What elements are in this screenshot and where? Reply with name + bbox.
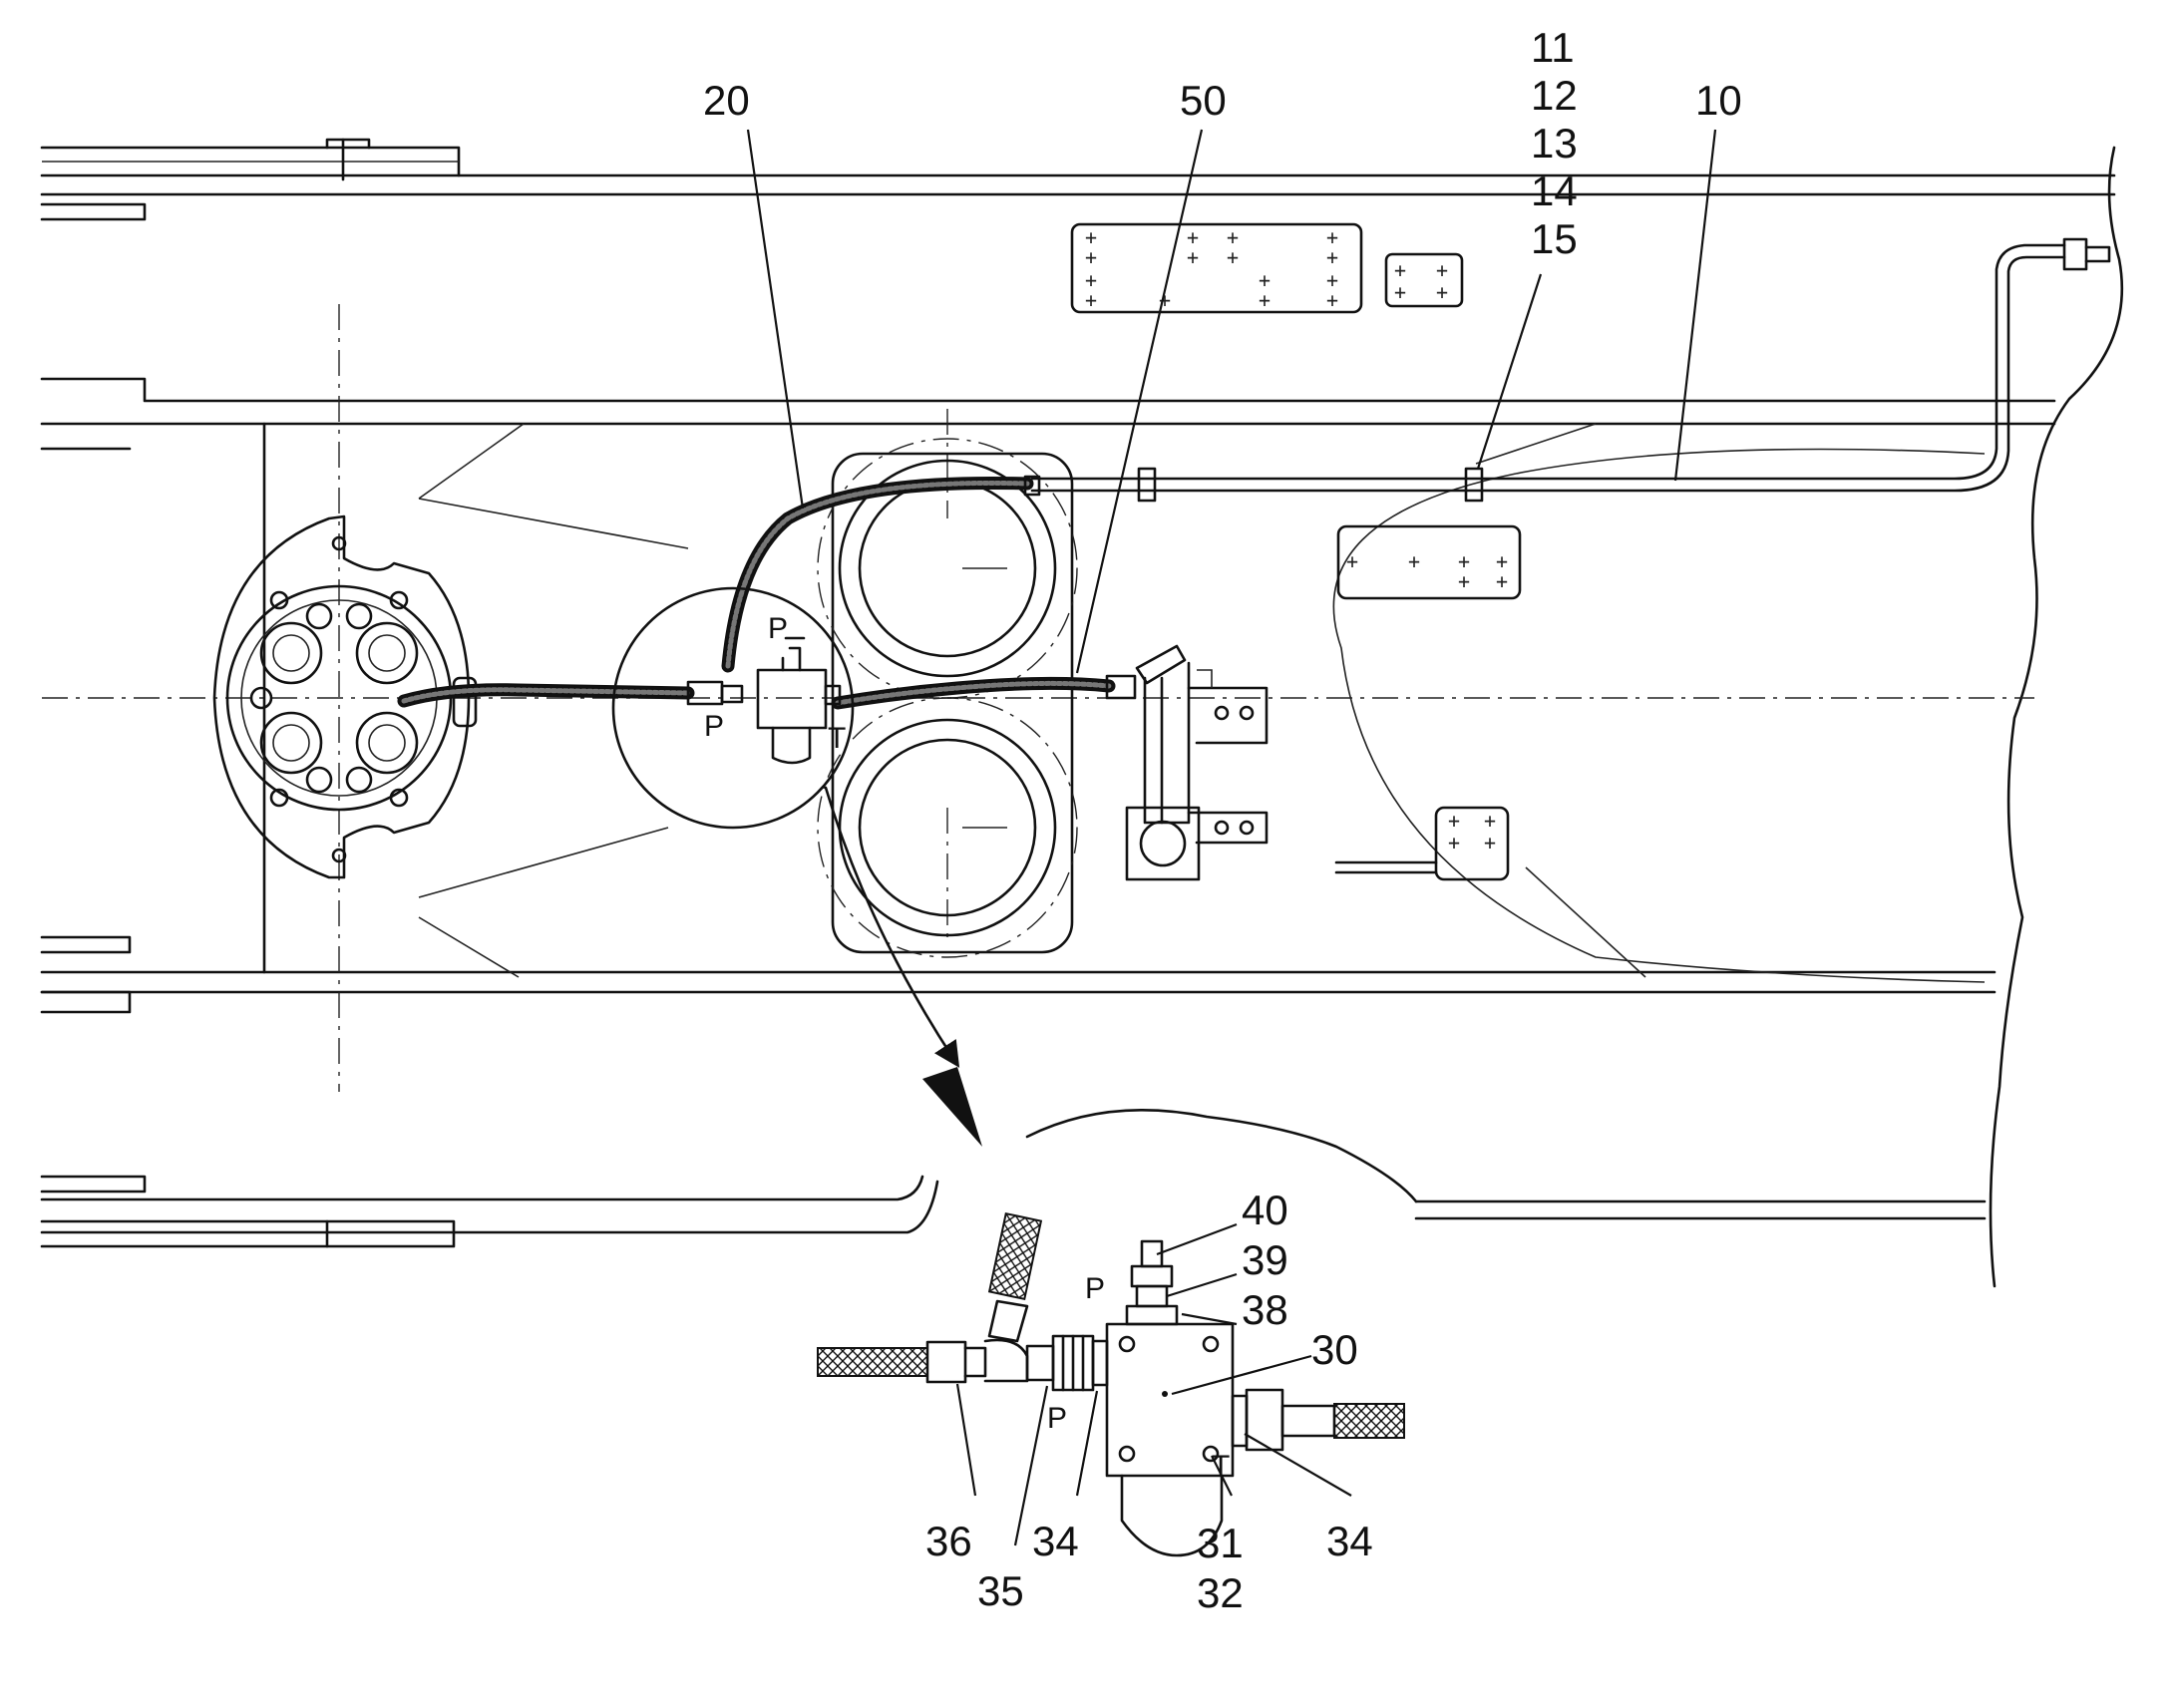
svg-text:+: + (1326, 225, 1338, 249)
svg-text:+: + (1458, 569, 1470, 593)
svg-text:+: + (1259, 268, 1271, 292)
svg-text:+: + (1085, 288, 1097, 312)
svg-text:+: + (1458, 549, 1470, 573)
label-30: 30 (1311, 1326, 1358, 1373)
svg-text:+: + (1394, 258, 1406, 282)
svg-text:+: + (1227, 245, 1239, 269)
hose-lines (397, 237, 2111, 710)
detail-port-t: T (1212, 1450, 1230, 1483)
mounting-plates: ++ ++ ++ ++ + ++ ++ ++ ++ ++ ++ ++ ++ ++… (1070, 222, 1522, 881)
label-39: 39 (1242, 1236, 1288, 1283)
label-40: 40 (1242, 1187, 1288, 1233)
port-p-left: P (704, 710, 724, 743)
svg-text:+: + (1448, 809, 1460, 833)
detail-port-p-top: P (1085, 1272, 1105, 1305)
label-34-right: 34 (1326, 1518, 1373, 1564)
svg-text:+: + (1496, 569, 1508, 593)
svg-text:+: + (1436, 280, 1448, 304)
svg-text:+: + (1448, 831, 1460, 854)
label-31: 31 (1197, 1520, 1244, 1566)
svg-text:+: + (1326, 288, 1338, 312)
label-13: 13 (1531, 120, 1578, 167)
label-50: 50 (1180, 77, 1227, 124)
label-12: 12 (1531, 72, 1578, 119)
center-lines (42, 304, 2034, 1092)
svg-text:+: + (1408, 549, 1420, 573)
svg-text:+: + (1227, 225, 1239, 249)
detail-port-p-left: P (1047, 1402, 1067, 1435)
detail-arrowhead (922, 1067, 982, 1147)
svg-text:+: + (1436, 258, 1448, 282)
reference-labels: 11 12 13 14 15 20 50 10 P P T 40 39 38 3… (703, 24, 1742, 1616)
svg-text:+: + (1259, 288, 1271, 312)
bracket-assembly (1125, 644, 1269, 881)
label-10: 10 (1695, 77, 1742, 124)
detail-arrow (824, 786, 960, 1068)
label-32: 32 (1197, 1569, 1244, 1616)
label-14: 14 (1531, 168, 1578, 214)
label-35: 35 (977, 1567, 1024, 1614)
svg-text:+: + (1484, 831, 1496, 854)
label-38: 38 (1242, 1286, 1288, 1333)
svg-text:+: + (1346, 549, 1358, 573)
svg-text:+: + (1085, 268, 1097, 292)
label-36: 36 (925, 1518, 972, 1564)
svg-text:+: + (1484, 809, 1496, 833)
port-p-top: P (768, 612, 788, 645)
svg-text:+: + (1187, 225, 1199, 249)
svg-text:+: + (1085, 225, 1097, 249)
svg-text:+: + (1085, 245, 1097, 269)
chassis-frame (40, 138, 2124, 1288)
frame-bracing (418, 423, 1986, 983)
detail-circle (611, 586, 855, 830)
svg-text:+: + (1326, 245, 1338, 269)
label-34-left: 34 (1032, 1518, 1079, 1564)
svg-text:+: + (1326, 268, 1338, 292)
port-t: T (828, 722, 846, 755)
valve-main (686, 636, 842, 765)
label-11: 11 (1531, 24, 1575, 71)
svg-text:+: + (1187, 245, 1199, 269)
label-15: 15 (1531, 215, 1578, 262)
svg-text:+: + (1496, 549, 1508, 573)
valve-detail (817, 1211, 1405, 1557)
leader-lines (746, 129, 1717, 1546)
label-20: 20 (703, 77, 750, 124)
svg-text:+: + (1394, 280, 1406, 304)
